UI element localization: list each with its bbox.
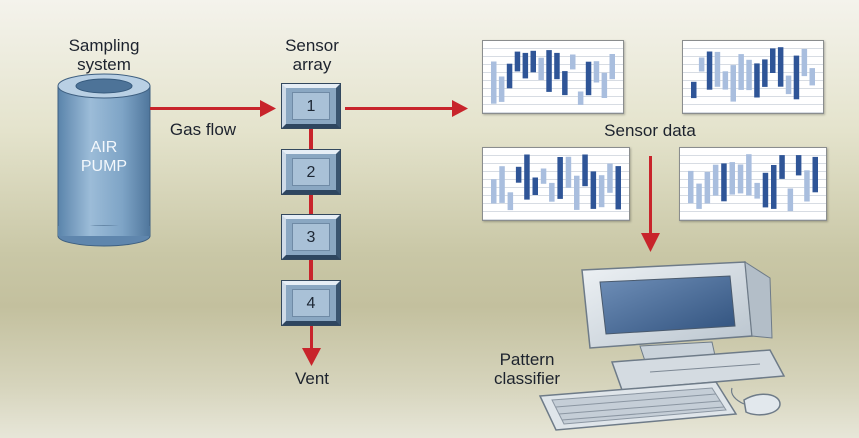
data-bar-icon <box>762 59 768 87</box>
data-bar-icon <box>737 164 744 194</box>
vent-arrow-icon <box>302 316 321 366</box>
sensor-1: 1 <box>282 84 340 128</box>
data-bar-icon <box>538 57 544 80</box>
data-bar-icon <box>787 188 794 212</box>
sensor-data-bars-icon <box>691 47 815 102</box>
sensor-array-label: Sensor array <box>285 36 339 74</box>
data-bar-icon <box>696 183 702 209</box>
sensor-data-label: Sensor data <box>604 121 696 140</box>
data-bar-icon <box>746 59 752 91</box>
sensor-4: 4 <box>282 281 340 325</box>
data-bar-icon <box>795 155 802 176</box>
data-bar-icon <box>549 182 555 202</box>
data-bar-icon <box>522 52 529 79</box>
sensor-2-number: 2 <box>292 158 330 186</box>
data-bar-icon <box>770 48 776 73</box>
sensor-data-bars-icon <box>491 50 615 105</box>
pump-cylinder-icon <box>57 73 151 247</box>
data-bar-icon <box>615 166 621 210</box>
data-bar-icon <box>507 192 514 211</box>
data-bar-icon <box>714 51 721 87</box>
data-bar-icon <box>498 76 505 102</box>
sensor-to-data-arrow-icon <box>345 100 468 117</box>
data-bar-icon <box>691 81 697 99</box>
data-bar-icon <box>746 154 752 196</box>
data-bar-icon <box>562 71 568 96</box>
data-bar-icon <box>570 54 576 70</box>
data-bar-icon <box>730 65 736 102</box>
data-bar-icon <box>698 57 705 72</box>
data-bar-icon <box>532 177 538 195</box>
sensor-data-bars-icon <box>491 154 621 211</box>
data-bar-icon <box>712 164 719 196</box>
data-bar-icon <box>738 54 744 90</box>
data-bar-icon <box>524 154 530 200</box>
air-pump-label: AIR PUMP <box>80 139 128 175</box>
data-bar-icon <box>771 165 777 209</box>
data-bar-icon <box>506 63 513 89</box>
data-bar-icon <box>754 63 760 98</box>
data-bar-icon <box>491 61 497 104</box>
data-bar-icon <box>491 179 497 204</box>
sampling-system-label: Sampling system <box>68 36 140 74</box>
data-bar-icon <box>499 166 505 203</box>
data-bar-icon <box>593 61 600 83</box>
data-bar-icon <box>704 172 711 204</box>
data-bar-icon <box>546 50 552 92</box>
sensor-1-number: 1 <box>292 92 330 120</box>
data-bar-icon <box>779 155 785 179</box>
data-bar-icon <box>514 51 521 72</box>
sensor-3-number: 3 <box>292 223 330 251</box>
data-bar-icon <box>754 182 760 199</box>
data-bar-icon <box>554 52 560 80</box>
data-bar-icon <box>557 157 563 199</box>
data-bar-icon <box>565 156 572 188</box>
keyboard-icon <box>538 381 738 431</box>
data-to-classifier-arrow-icon <box>641 156 660 252</box>
data-bar-icon <box>607 163 613 193</box>
data-bar-icon <box>812 156 818 193</box>
sensor-data-panel-1 <box>482 40 624 114</box>
data-bar-icon <box>515 166 522 183</box>
data-bar-icon <box>729 162 735 195</box>
data-bar-icon <box>785 75 792 95</box>
sensor-2: 2 <box>282 150 340 194</box>
data-bar-icon <box>762 172 769 208</box>
sensor-data-bars-icon <box>688 154 818 212</box>
data-bar-icon <box>804 170 810 202</box>
data-bar-icon <box>585 61 592 96</box>
sensor-3: 3 <box>282 215 340 259</box>
data-bar-icon <box>809 68 815 86</box>
sensor-4-number: 4 <box>292 289 330 317</box>
mouse-icon <box>730 387 781 416</box>
data-bar-icon <box>793 55 800 100</box>
gas-flow-arrow-icon <box>150 100 276 117</box>
pattern-classifier-label: Pattern classifier <box>493 350 561 388</box>
sensor-data-panel-2 <box>682 40 824 114</box>
data-bar-icon <box>721 163 727 202</box>
data-bar-icon <box>590 171 597 209</box>
data-bar-icon <box>582 154 588 187</box>
monitor-icon <box>581 261 786 391</box>
data-bar-icon <box>688 170 694 204</box>
sensor-data-panel-3 <box>482 147 630 221</box>
data-bar-icon <box>609 54 615 80</box>
data-bar-icon <box>777 47 784 87</box>
data-bar-icon <box>530 50 536 73</box>
gas-flow-label: Gas flow <box>169 120 237 139</box>
data-bar-icon <box>540 168 547 184</box>
data-bar-icon <box>706 51 713 90</box>
vent-label: Vent <box>294 369 330 388</box>
data-bar-icon <box>574 175 580 210</box>
sensor-data-panel-4 <box>679 147 827 221</box>
data-bar-icon <box>601 72 608 98</box>
data-bar-icon <box>722 71 729 90</box>
data-bar-icon <box>598 175 605 208</box>
sensor-pipe <box>309 92 313 318</box>
data-bar-icon <box>801 48 808 77</box>
data-bar-icon <box>577 91 584 105</box>
